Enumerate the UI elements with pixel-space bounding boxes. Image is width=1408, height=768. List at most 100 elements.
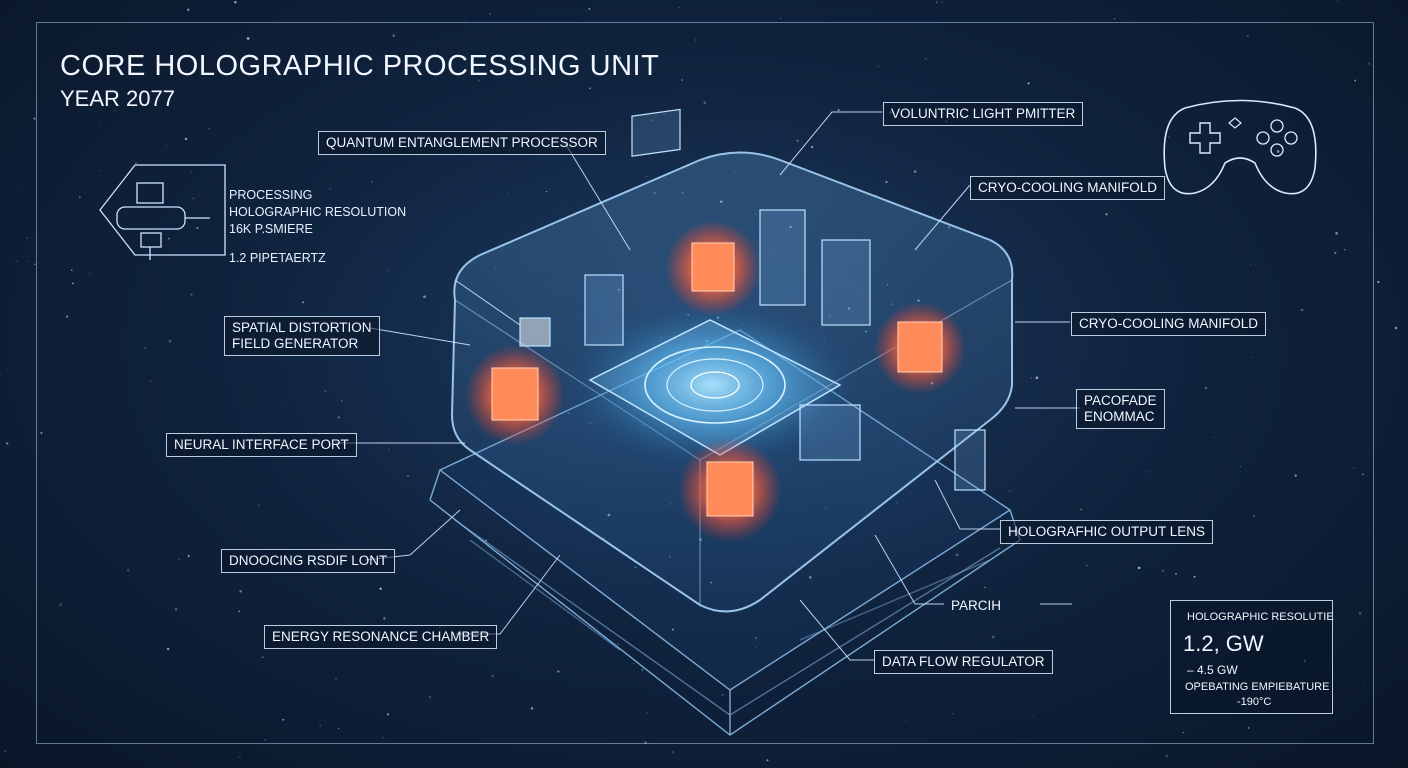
- star: [237, 28, 238, 30]
- star: [1353, 467, 1355, 469]
- star: [1080, 508, 1082, 511]
- star: [809, 576, 812, 579]
- star: [239, 590, 242, 593]
- star: [262, 233, 263, 234]
- star: [1182, 731, 1184, 734]
- star: [184, 137, 188, 141]
- star: [337, 416, 340, 419]
- star: [754, 636, 758, 640]
- star: [1165, 754, 1168, 758]
- star: [1253, 515, 1255, 517]
- star: [150, 380, 152, 383]
- callout-pacofade: PACOFADE ENOMMAC: [1076, 389, 1165, 429]
- star: [258, 504, 260, 506]
- star: [1112, 104, 1114, 106]
- star: [1381, 354, 1382, 356]
- star: [166, 145, 168, 147]
- star: [671, 628, 674, 631]
- star: [530, 707, 534, 710]
- star: [1344, 248, 1346, 251]
- star: [557, 670, 560, 673]
- callout-energy-chamber: ENERGY RESONANCE CHAMBER: [264, 625, 498, 649]
- star: [1195, 23, 1197, 25]
- star: [921, 5, 922, 7]
- star: [301, 301, 304, 304]
- star: [1145, 470, 1148, 473]
- star: [375, 734, 376, 735]
- star: [190, 171, 193, 173]
- star: [796, 139, 799, 142]
- diagram-frame: [36, 22, 1374, 744]
- callout-line: FIELD GENERATOR: [232, 336, 359, 351]
- star: [407, 474, 409, 477]
- star: [382, 736, 384, 739]
- star: [423, 295, 426, 299]
- star: [1251, 356, 1254, 358]
- star: [33, 263, 36, 266]
- side-panel-line: HOLOGRAPHIC RESOLUTION: [229, 205, 407, 219]
- star: [941, 1, 943, 3]
- gamepad-badge-icon: [99, 164, 226, 260]
- stats-secondary-value: – 4.5 GW: [1187, 663, 1238, 677]
- star: [329, 188, 332, 190]
- star: [26, 236, 29, 239]
- star: [743, 723, 744, 725]
- star: [1394, 326, 1398, 330]
- star: [134, 161, 138, 165]
- star: [559, 217, 561, 219]
- star: [1371, 136, 1373, 137]
- star: [766, 759, 769, 762]
- star: [489, 13, 491, 15]
- star: [370, 180, 373, 183]
- star: [415, 157, 417, 159]
- star: [506, 191, 508, 194]
- star: [168, 237, 170, 240]
- callout-light-emitter: VOLUNTRIC LIGHT PMITTER: [883, 102, 1084, 126]
- star: [589, 87, 592, 90]
- star: [264, 739, 266, 741]
- star: [641, 668, 644, 671]
- star: [1377, 3, 1379, 5]
- star: [15, 260, 18, 263]
- star: [192, 197, 195, 200]
- star: [1335, 231, 1338, 235]
- callout-output-lens: HOLOGRAFHIC OUTPUT LENS: [1000, 520, 1214, 544]
- star: [1085, 564, 1089, 567]
- star: [618, 56, 622, 60]
- energy-cores: [465, 220, 966, 542]
- page-title: CORE HOLOGRAPHIC PROCESSING UNIT: [60, 50, 660, 82]
- star: [281, 404, 283, 406]
- holographic-core: [562, 300, 862, 470]
- star: [89, 272, 91, 274]
- star: [924, 57, 927, 60]
- star: [694, 39, 697, 41]
- star: [634, 566, 637, 569]
- star: [33, 117, 36, 120]
- star: [1000, 517, 1001, 518]
- star: [1337, 580, 1339, 582]
- star: [388, 449, 390, 451]
- star: [239, 756, 241, 758]
- star: [935, 1, 938, 4]
- star: [632, 662, 635, 665]
- callout-line: SPATIAL DISTORTION: [232, 320, 372, 335]
- star: [388, 270, 390, 272]
- gamepad-icon: [1163, 99, 1317, 195]
- star: [534, 68, 537, 71]
- star: [617, 643, 619, 645]
- star: [386, 713, 389, 716]
- star: [1250, 264, 1252, 266]
- star: [885, 180, 888, 184]
- star: [952, 713, 954, 715]
- callout-cryo-manifold-mid: CRYO-COOLING MANIFOLD: [1071, 312, 1267, 336]
- star: [348, 370, 350, 372]
- star: [559, 207, 562, 209]
- star: [755, 647, 757, 649]
- star: [429, 696, 431, 699]
- star: [71, 269, 73, 271]
- star: [99, 169, 101, 171]
- star: [1239, 98, 1241, 100]
- callout-data-regulator: DATA FLOW REGULATOR: [874, 650, 1053, 674]
- stats-primary-value: 1.2, GW: [1183, 631, 1264, 656]
- star: [158, 251, 160, 253]
